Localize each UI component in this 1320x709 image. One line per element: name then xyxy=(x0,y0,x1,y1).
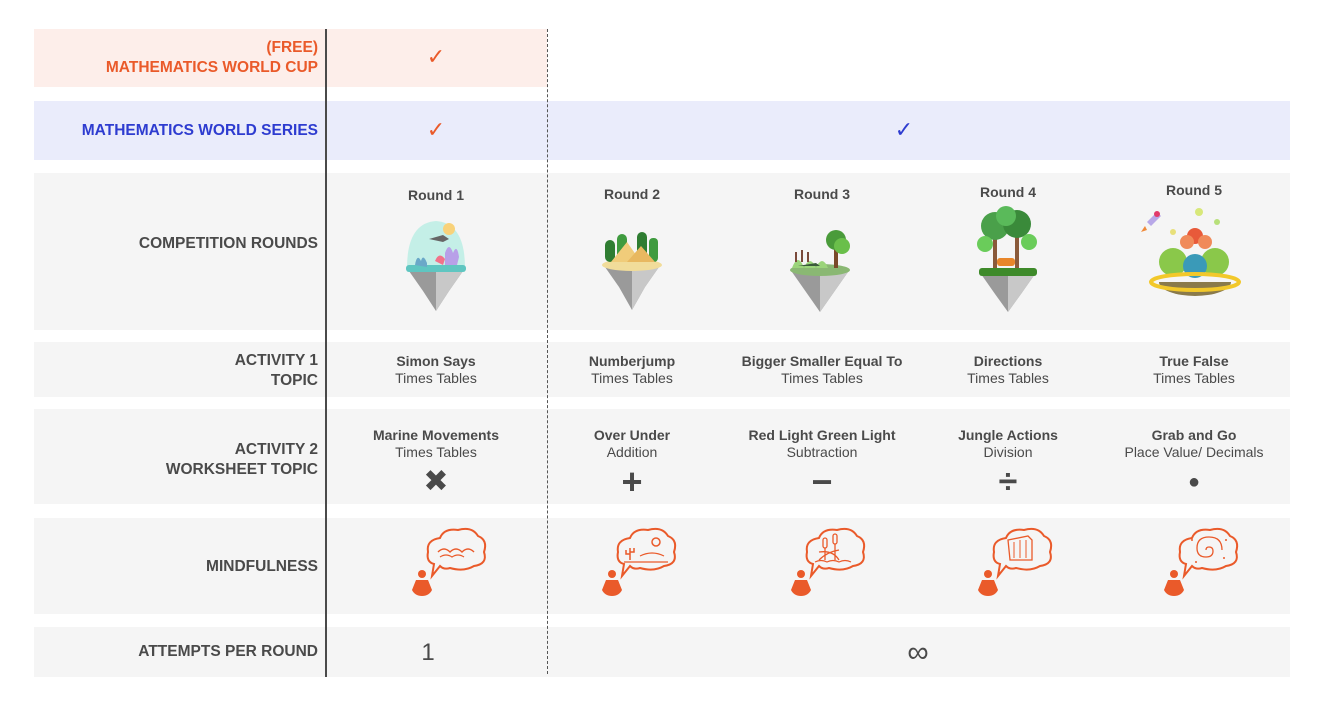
activity1-title: Simon Says xyxy=(396,353,476,369)
activity2-title: Grab and Go xyxy=(1151,427,1237,443)
activity2-round5: Grab and Go Place Value/ Decimals ● xyxy=(1096,427,1292,497)
minus-icon: − xyxy=(811,461,833,502)
activity1-topic: Times Tables xyxy=(967,370,1049,386)
space-planet-icon xyxy=(1141,208,1241,296)
waterfall-thought-icon xyxy=(978,527,1053,596)
row-activity-2: ACTIVITY 2 WORKSHEET TOPIC xyxy=(34,409,1290,504)
free-tier-divider xyxy=(547,29,548,674)
mindfulness-round3 xyxy=(789,524,869,600)
activity1-round1: Simon Says Times Tables xyxy=(330,353,542,387)
activity-1-label: ACTIVITY 1 TOPIC xyxy=(34,351,318,391)
activity-2-label-line2: WORKSHEET TOPIC xyxy=(165,461,318,478)
activity2-topic: Addition xyxy=(606,444,658,460)
activity2-title: Over Under xyxy=(593,427,671,443)
ocean-island-icon xyxy=(406,221,466,311)
plus-icon: + xyxy=(621,461,643,502)
mindfulness-round5 xyxy=(1162,524,1242,600)
round-3-title: Round 3 xyxy=(794,186,850,202)
activity2-topic: Times Tables xyxy=(395,444,477,460)
free-label-line1: (FREE) xyxy=(266,39,318,56)
activity1-title: Bigger Smaller Equal To xyxy=(741,353,903,369)
round-1-title: Round 1 xyxy=(408,187,464,203)
galaxy-thought-icon xyxy=(1164,527,1239,596)
activity-2-label: ACTIVITY 2 WORKSHEET TOPIC xyxy=(34,440,318,480)
activity2-topic: Division xyxy=(983,444,1033,460)
row-world-series: MATHEMATICS WORLD SERIES xyxy=(34,101,1290,160)
attempts-round1-value: 1 xyxy=(421,639,435,666)
mindfulness-label: MINDFULNESS xyxy=(206,558,318,575)
row-free-world-cup: (FREE) MATHEMATICS WORLD CUP xyxy=(34,29,547,87)
divide-icon: ÷ xyxy=(998,463,1018,501)
multiply-icon: ✖ xyxy=(423,465,449,498)
row-activity-1: ACTIVITY 1 TOPIC xyxy=(34,342,1290,397)
activity1-round3: Bigger Smaller Equal To Times Tables xyxy=(724,353,920,387)
round-5-column-header: Round 5 xyxy=(1096,182,1292,312)
dot-icon: ● xyxy=(1187,471,1201,493)
activity-1-label-line2: TOPIC xyxy=(270,372,318,389)
activity2-title: Jungle Actions xyxy=(958,427,1058,443)
desert-thought-icon xyxy=(602,527,677,596)
activity1-round5: True False Times Tables xyxy=(1096,353,1292,387)
activity2-title: Marine Movements xyxy=(372,427,500,443)
row-attempts-per-round: ATTEMPTS PER ROUND xyxy=(34,627,1290,677)
swamp-island-icon xyxy=(790,230,850,312)
activity1-topic: Times Tables xyxy=(591,370,673,386)
round-1-column-header: Round 1 xyxy=(330,187,542,313)
activity1-topic: Times Tables xyxy=(1153,370,1235,386)
activity-2-label-line1: ACTIVITY 2 xyxy=(234,441,318,458)
desert-island-icon xyxy=(602,232,662,310)
activity2-round1: Marine Movements Times Tables ✖ xyxy=(330,427,542,497)
competition-rounds-label: COMPETITION ROUNDS xyxy=(138,235,318,252)
activity2-topic: Subtraction xyxy=(786,444,858,460)
row-competition-rounds: COMPETITION ROUNDS xyxy=(34,173,1290,330)
activity1-title: Numberjump xyxy=(588,353,676,369)
round-2-column-header: Round 2 xyxy=(540,186,724,312)
activity2-round2: Over Under Addition + xyxy=(540,427,724,502)
round-4-column-header: Round 4 xyxy=(920,184,1096,314)
label-column-divider xyxy=(325,29,327,677)
series-rounds-check-icon: ✓ xyxy=(894,117,914,142)
round-3-column-header: Round 3 xyxy=(724,186,920,312)
activity1-topic: Times Tables xyxy=(781,370,863,386)
round-4-title: Round 4 xyxy=(980,184,1036,200)
activity2-round4: Jungle Actions Division ÷ xyxy=(920,427,1096,501)
activity2-round3: Red Light Green Light Subtraction − xyxy=(724,427,920,502)
activity1-title: Directions xyxy=(973,353,1043,369)
activity1-title: True False xyxy=(1159,353,1229,369)
mindfulness-round4 xyxy=(976,524,1056,600)
infinity-icon: ∞ xyxy=(907,636,929,669)
activity1-round2: Numberjump Times Tables xyxy=(540,353,724,387)
activity1-topic: Times Tables xyxy=(395,370,477,386)
attempts-per-round-label: ATTEMPTS PER ROUND xyxy=(138,643,318,660)
activity-1-label-line1: ACTIVITY 1 xyxy=(234,352,318,369)
reeds-thought-icon xyxy=(791,527,866,596)
series-round1-check-icon: ✓ xyxy=(426,117,446,142)
free-world-cup-label: (FREE) MATHEMATICS WORLD CUP xyxy=(34,38,318,78)
mindfulness-round2 xyxy=(600,524,680,600)
activity2-topic: Place Value/ Decimals xyxy=(1124,444,1264,460)
free-label-line2: MATHEMATICS WORLD CUP xyxy=(105,59,318,76)
free-round1-check-icon: ✓ xyxy=(426,44,446,69)
activity2-title: Red Light Green Light xyxy=(748,427,896,443)
waves-thought-icon xyxy=(412,527,487,596)
round-5-title: Round 5 xyxy=(1166,182,1222,198)
jungle-island-icon xyxy=(977,206,1037,312)
world-series-label: MATHEMATICS WORLD SERIES xyxy=(81,122,318,139)
round-2-title: Round 2 xyxy=(604,186,660,202)
activity1-round4: Directions Times Tables xyxy=(920,353,1096,387)
mindfulness-round1 xyxy=(410,524,490,600)
